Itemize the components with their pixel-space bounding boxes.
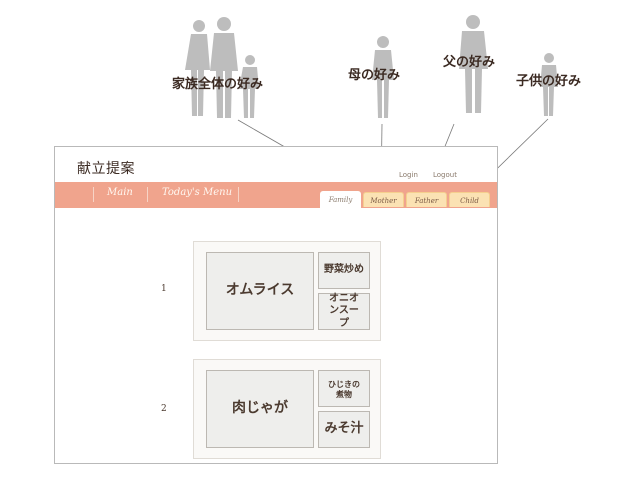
menu-card: オムライス 野菜炒め オニオンスープ [193,241,381,341]
annotation-father: 父の好み [443,55,496,70]
annotation-family: 家族全体の好み [172,77,264,92]
menu-card: 肉じゃが ひじきの煮物 みそ汁 [193,359,381,459]
tab-father[interactable]: Father [406,192,447,207]
menu-index: 2 [161,404,167,414]
side-dish[interactable]: みそ汁 [318,411,370,448]
page-title: 献立提案 [77,161,135,177]
nav-todays-menu[interactable]: Today's Menu [162,187,233,198]
logout-link[interactable]: Logout [433,171,457,179]
father-silhouette-icon [459,15,488,113]
annotation-child: 子供の好み [516,74,582,89]
tab-family[interactable]: Family [320,191,361,208]
nav-separator [147,187,148,202]
nav-main[interactable]: Main [107,187,133,198]
annotation-mother: 母の好み [348,68,401,83]
main-dish[interactable]: オムライス [206,252,314,330]
side-dish[interactable]: 野菜炒め [318,252,370,289]
nav-separator [93,187,94,202]
mother-silhouette-icon [372,36,394,118]
child-silhouette-icon [540,53,558,116]
login-link[interactable]: Login [399,171,418,179]
main-dish[interactable]: 肉じゃが [206,370,314,448]
tab-child[interactable]: Child [449,192,490,207]
tab-mother[interactable]: Mother [363,192,404,207]
side-dish[interactable]: ひじきの煮物 [318,370,370,407]
nav-separator [238,187,239,202]
app-window: 献立提案 Login Logout Main Today's Menu Fami… [54,146,498,464]
side-dish[interactable]: オニオンスープ [318,293,370,330]
family-silhouette-icon [185,17,259,118]
menu-index: 1 [161,284,167,294]
